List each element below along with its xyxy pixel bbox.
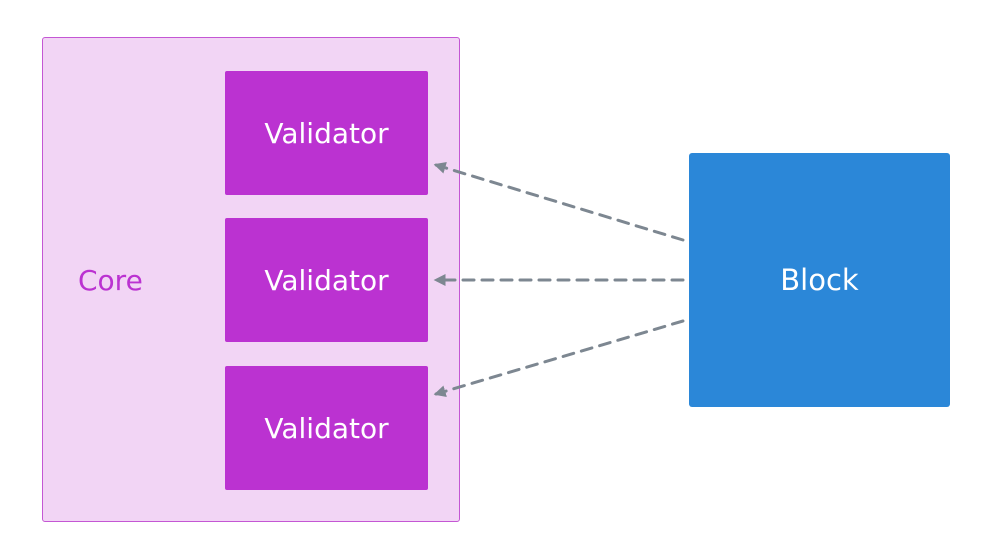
validator-box-3: Validator [225, 366, 428, 490]
validator-label: Validator [264, 116, 389, 150]
validator-label: Validator [264, 411, 389, 445]
arrow-block-to-validator-3 [433, 319, 685, 398]
block-label: Block [780, 263, 859, 297]
validator-box-1: Validator [225, 71, 428, 195]
block-box: Block [689, 153, 950, 407]
validator-label: Validator [264, 263, 389, 297]
core-label: Core [78, 264, 143, 297]
arrow-block-to-validator-1 [433, 162, 685, 242]
validator-box-2: Validator [225, 218, 428, 342]
